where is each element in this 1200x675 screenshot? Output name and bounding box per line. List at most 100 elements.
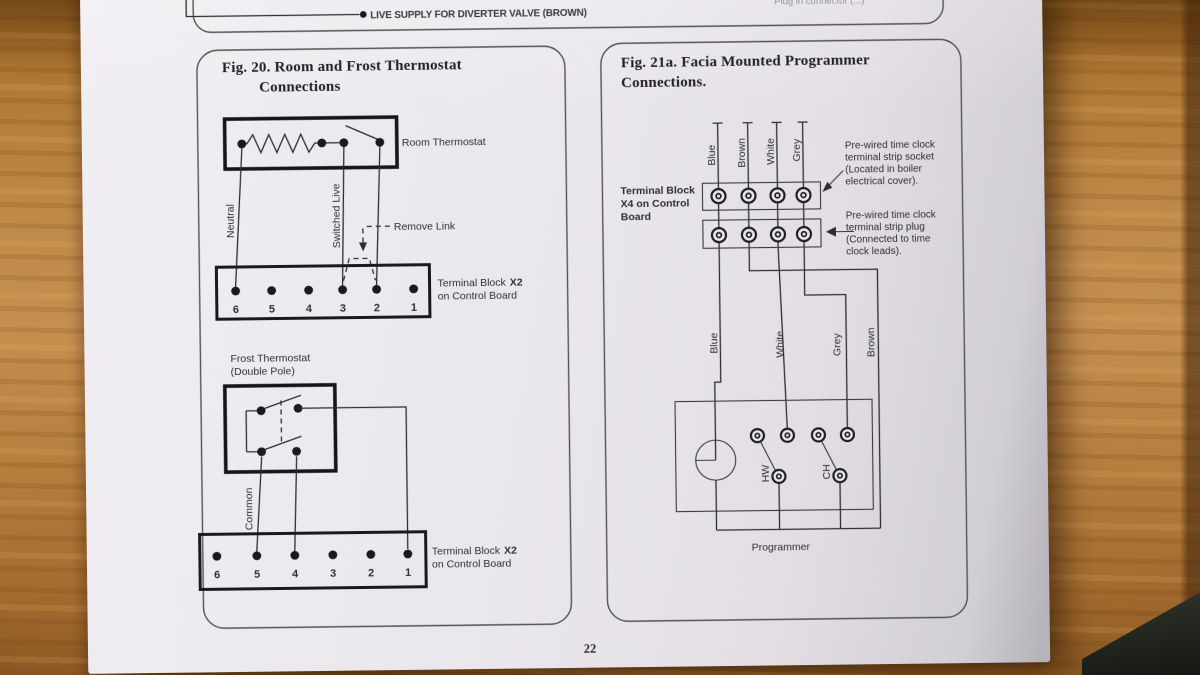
common-label: Common	[243, 487, 256, 530]
terminal-block-label-line2: on Control Board	[432, 558, 512, 571]
terminal-block-box	[198, 530, 428, 591]
ch-switch-blade	[819, 438, 838, 471]
room-thermostat-box	[222, 115, 399, 171]
frost-label-line2: (Double Pole)	[231, 365, 295, 378]
terminal-number: 6	[233, 304, 239, 316]
terminal-number: 3	[330, 568, 336, 580]
hw-switch-blade	[758, 439, 777, 472]
wire-node-dot	[359, 11, 367, 18]
terminal-number: 6	[214, 569, 220, 581]
socket-note-line: terminal strip socket	[845, 151, 934, 163]
diverter-valve-wire	[184, 0, 360, 18]
terminal-strip-socket	[701, 181, 822, 211]
wire-color-label: Grey	[791, 138, 803, 162]
neutral-wire	[234, 147, 243, 288]
top-figure-border	[191, 0, 944, 33]
terminal-block-box	[214, 263, 432, 321]
fig21a-title-line1: Fig. 21a. Facia Mounted Programmer	[621, 52, 870, 71]
terminal-strip-plug	[702, 218, 822, 249]
grey-wire	[801, 122, 848, 429]
terminal-number: 3	[340, 303, 346, 315]
fig21a-title-line2: Connections.	[621, 74, 707, 91]
frost-common-wire	[256, 456, 263, 552]
wire-color-label: White	[774, 331, 786, 358]
socket-note-line: (Located in boiler	[845, 164, 923, 176]
dark-object-bottom-right	[1082, 592, 1200, 675]
room-stat-switch-blade	[345, 125, 381, 141]
frost-thermostat-box	[222, 382, 338, 474]
terminal-number: 5	[254, 569, 260, 581]
ch-label: CH	[821, 464, 833, 479]
plug-note-line: clock leads).	[846, 246, 902, 258]
socket-annotation: Pre-wired time clock terminal strip sock…	[822, 139, 936, 192]
fig20-panel: Fig. 20. Room and Frost Thermostat Conne…	[196, 45, 573, 629]
socket-arrow-line	[827, 170, 844, 187]
terminal-number: 5	[269, 304, 275, 316]
page-diagrams: LIVE SUPPLY FOR DIVERTER VALVE (BROWN) P…	[184, 0, 969, 656]
terminal-number: 2	[374, 302, 380, 314]
arrowhead-icon	[822, 181, 833, 192]
fig20-title-line1: Fig. 20. Room and Frost Thermostat	[222, 57, 462, 76]
frost-common-bus	[245, 410, 262, 453]
fig20-border	[196, 45, 573, 629]
frost-label-line1: Frost Thermostat	[230, 352, 310, 365]
room-thermostat: Room Thermostat	[222, 115, 486, 171]
manual-page-paper: LIVE SUPPLY FOR DIVERTER VALVE (BROWN) P…	[79, 0, 1051, 674]
switched-live-wire	[341, 146, 345, 286]
frost-bottom-contact-wire	[294, 456, 298, 552]
programmer-label: Programmer	[752, 541, 811, 554]
terminal-number: 4	[292, 568, 299, 580]
room-thermostat-label: Room Thermostat	[402, 136, 486, 149]
socket-note-line: electrical cover).	[845, 176, 918, 188]
fig21a-border	[600, 38, 969, 622]
switched-live-label: Switched Live	[330, 183, 343, 248]
terminal-block-label-line2: on Control Board	[438, 290, 518, 303]
plug-annotation: Pre-wired time clock terminal strip plug…	[825, 209, 937, 258]
wire-color-label: Blue	[708, 332, 720, 353]
neutral-label: Neutral	[225, 204, 237, 238]
fig21a-panel: Fig. 21a. Facia Mounted Programmer Conne…	[600, 38, 969, 622]
terminal-number: 1	[405, 567, 411, 579]
wire-color-label: Brown	[865, 327, 877, 357]
room-stat-return-wire	[375, 146, 381, 286]
socket-strip-box	[701, 181, 822, 211]
wire-color-label: Grey	[831, 332, 843, 356]
x4-label-line3: Board	[621, 211, 651, 223]
plug-note-line: (Connected to time	[846, 234, 931, 246]
down-arrowhead-icon	[359, 242, 368, 252]
plug-note-line: terminal strip plug	[846, 222, 925, 234]
removable-link	[342, 257, 377, 281]
room-stat-wires: Neutral Switched Live Remove Link	[225, 146, 456, 288]
partial-connector-label: Plug in connector (...)	[774, 0, 864, 7]
frost-switch-blade-bottom	[261, 435, 302, 452]
x4-label-line2: X4 on Control	[621, 197, 690, 210]
programmer: HW CH Programmer	[674, 398, 881, 554]
plug-strip-box	[702, 218, 822, 249]
terminal-block-x4-label: Terminal Block X4 on Control Board	[620, 184, 695, 223]
wire-color-label: Blue	[706, 144, 718, 165]
wire-color-label: Brown	[736, 138, 748, 168]
blue-wire	[714, 123, 722, 461]
frost-wires: Common	[243, 406, 409, 552]
socket-note-line: Pre-wired time clock	[845, 139, 936, 151]
remove-link-label: Remove Link	[394, 220, 456, 233]
terminal-number: 2	[368, 567, 374, 579]
white-wire	[775, 122, 789, 430]
left-arrowhead-icon	[825, 226, 837, 237]
page-number: 22	[584, 642, 597, 656]
gang-link-dashed	[280, 400, 283, 444]
plug-note-line: Pre-wired time clock	[846, 209, 937, 221]
programmer-common-bus	[715, 480, 881, 531]
anticipator-resistor	[241, 132, 344, 155]
terminal-number: 1	[411, 302, 417, 314]
fig20-title-line2: Connections	[259, 79, 341, 96]
hw-label: HW	[760, 465, 772, 483]
live-supply-label: LIVE SUPPLY FOR DIVERTER VALVE (BROWN)	[370, 8, 587, 22]
wire-color-label: White	[765, 138, 777, 165]
frost-thermostat: Frost Thermostat (Double Pole)	[222, 352, 338, 474]
